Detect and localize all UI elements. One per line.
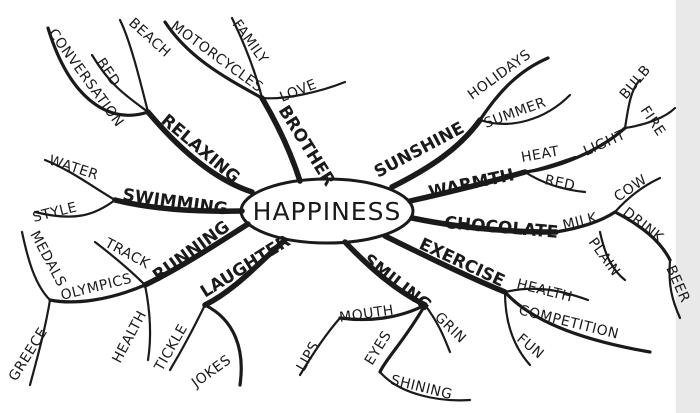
leaf-label-medals: MEDALS [26, 228, 69, 289]
leaf-label-red: RED [543, 172, 577, 194]
sub-line-olympics [48, 283, 147, 304]
sub-line-greece [28, 298, 52, 387]
sub-line-conversation [46, 26, 150, 117]
branch-line-sunshine [389, 117, 483, 190]
leaf-label-summer: SUMMER [482, 95, 548, 132]
sub-line-medals [20, 230, 52, 302]
sub-line-light [523, 126, 627, 174]
leaf-label-drink: DRINK [620, 205, 667, 247]
sub-line-milk [554, 210, 617, 234]
leaf-label-mouth: MOUTH [338, 302, 395, 325]
leaf-label-grin: GRIN [431, 309, 469, 346]
sub-line-motorcycles [163, 20, 264, 100]
branch-label-brother: BROTHER [274, 102, 339, 190]
sub-line-red [523, 170, 587, 194]
branch-label-relaxing: RELAXING [157, 111, 244, 188]
leaf-label-shining: SHINING [389, 372, 454, 403]
sub-line-cow [613, 176, 662, 214]
sub-line-eyes [378, 303, 427, 374]
branch-label-exercise: EXERCISE [416, 234, 508, 291]
branch-line-brother [259, 95, 303, 184]
sub-line-love [260, 80, 347, 100]
leaf-label-fun: FUN [513, 331, 546, 363]
sub-line-shining [378, 370, 472, 402]
sub-line-track [93, 240, 147, 287]
sub-line-grin [423, 303, 452, 354]
sub-line-style [33, 198, 117, 218]
leaf-label-style: STYLE [31, 199, 79, 225]
sub-line-health-running [143, 283, 152, 362]
sub-line-beach [118, 18, 150, 114]
page-edge-shade [676, 0, 700, 413]
leaf-label-milk: MILK [561, 210, 599, 234]
leaf-label-heat: HEAT [520, 144, 561, 166]
sub-line-bed [90, 53, 150, 114]
sub-line-drink [613, 210, 672, 262]
branch-label-warmth: WARMTH [427, 165, 516, 203]
leaf-label-plain: PLAIN [585, 235, 623, 279]
sub-line-family [230, 16, 264, 100]
branch-line-smiling [342, 239, 428, 308]
leaf-label-health-running: HEALTH [109, 308, 150, 366]
sub-line-mouth [338, 303, 427, 322]
leaf-label-competition: COMPETITION [517, 302, 620, 342]
leaf-label-cow: COW [611, 172, 650, 205]
leaf-label-greece: GREECE [6, 325, 51, 384]
sub-line-summer [478, 93, 572, 125]
branch-label-chocolate: CHOCOLATE [444, 213, 559, 243]
branch-line-chocolate [409, 215, 559, 235]
branch-line-running [142, 221, 251, 288]
sub-line-health-exercise [503, 287, 590, 302]
leaf-label-love: LOVE [278, 76, 320, 105]
branch-line-swimming [112, 197, 245, 214]
sub-line-fun [503, 290, 532, 367]
sub-line-fire [623, 106, 677, 130]
sub-line-water [43, 158, 117, 202]
leaf-label-jokes: JOKES [188, 352, 234, 392]
center-label: HAPPINESS [253, 197, 402, 226]
sub-line-jokes [203, 303, 243, 387]
sub-line-holidays [478, 56, 550, 122]
leaf-label-health-exercise: HEALTH [515, 276, 574, 305]
leaf-label-light: LIGHT [581, 127, 628, 160]
sub-line-bulb [623, 78, 642, 130]
leaf-label-bulb: BULB [617, 62, 654, 102]
leaf-label-eyes: EYES [362, 328, 395, 368]
branch-label-swimming: SWIMMING [121, 185, 228, 220]
branch-line-laughter [202, 237, 288, 308]
sub-line-competition [503, 290, 652, 354]
branch-line-exercise [382, 233, 508, 295]
sub-line-tickle [168, 303, 207, 372]
branch-line-warmth [407, 169, 528, 204]
sub-line-beer [668, 258, 682, 320]
branch-line-relaxing [145, 109, 255, 195]
sub-line-plain [598, 230, 627, 282]
leaf-label-water: WATER [47, 153, 101, 184]
leaf-label-fire: FIRE [637, 103, 669, 139]
sub-line-lips [298, 316, 342, 377]
